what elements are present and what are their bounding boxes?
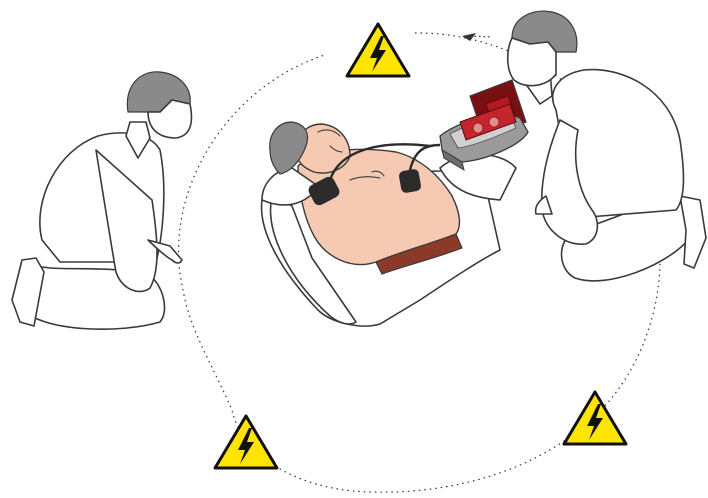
electrode-pad-left-side [398,168,422,193]
high-voltage-warning-icon [215,416,277,468]
high-voltage-warning-icon [347,24,409,76]
high-voltage-warning-icon [564,392,626,444]
aed-device [440,80,528,170]
rescuer-left [12,72,191,329]
direction-arrow-icon [462,33,492,41]
rescuer-right [508,11,706,281]
